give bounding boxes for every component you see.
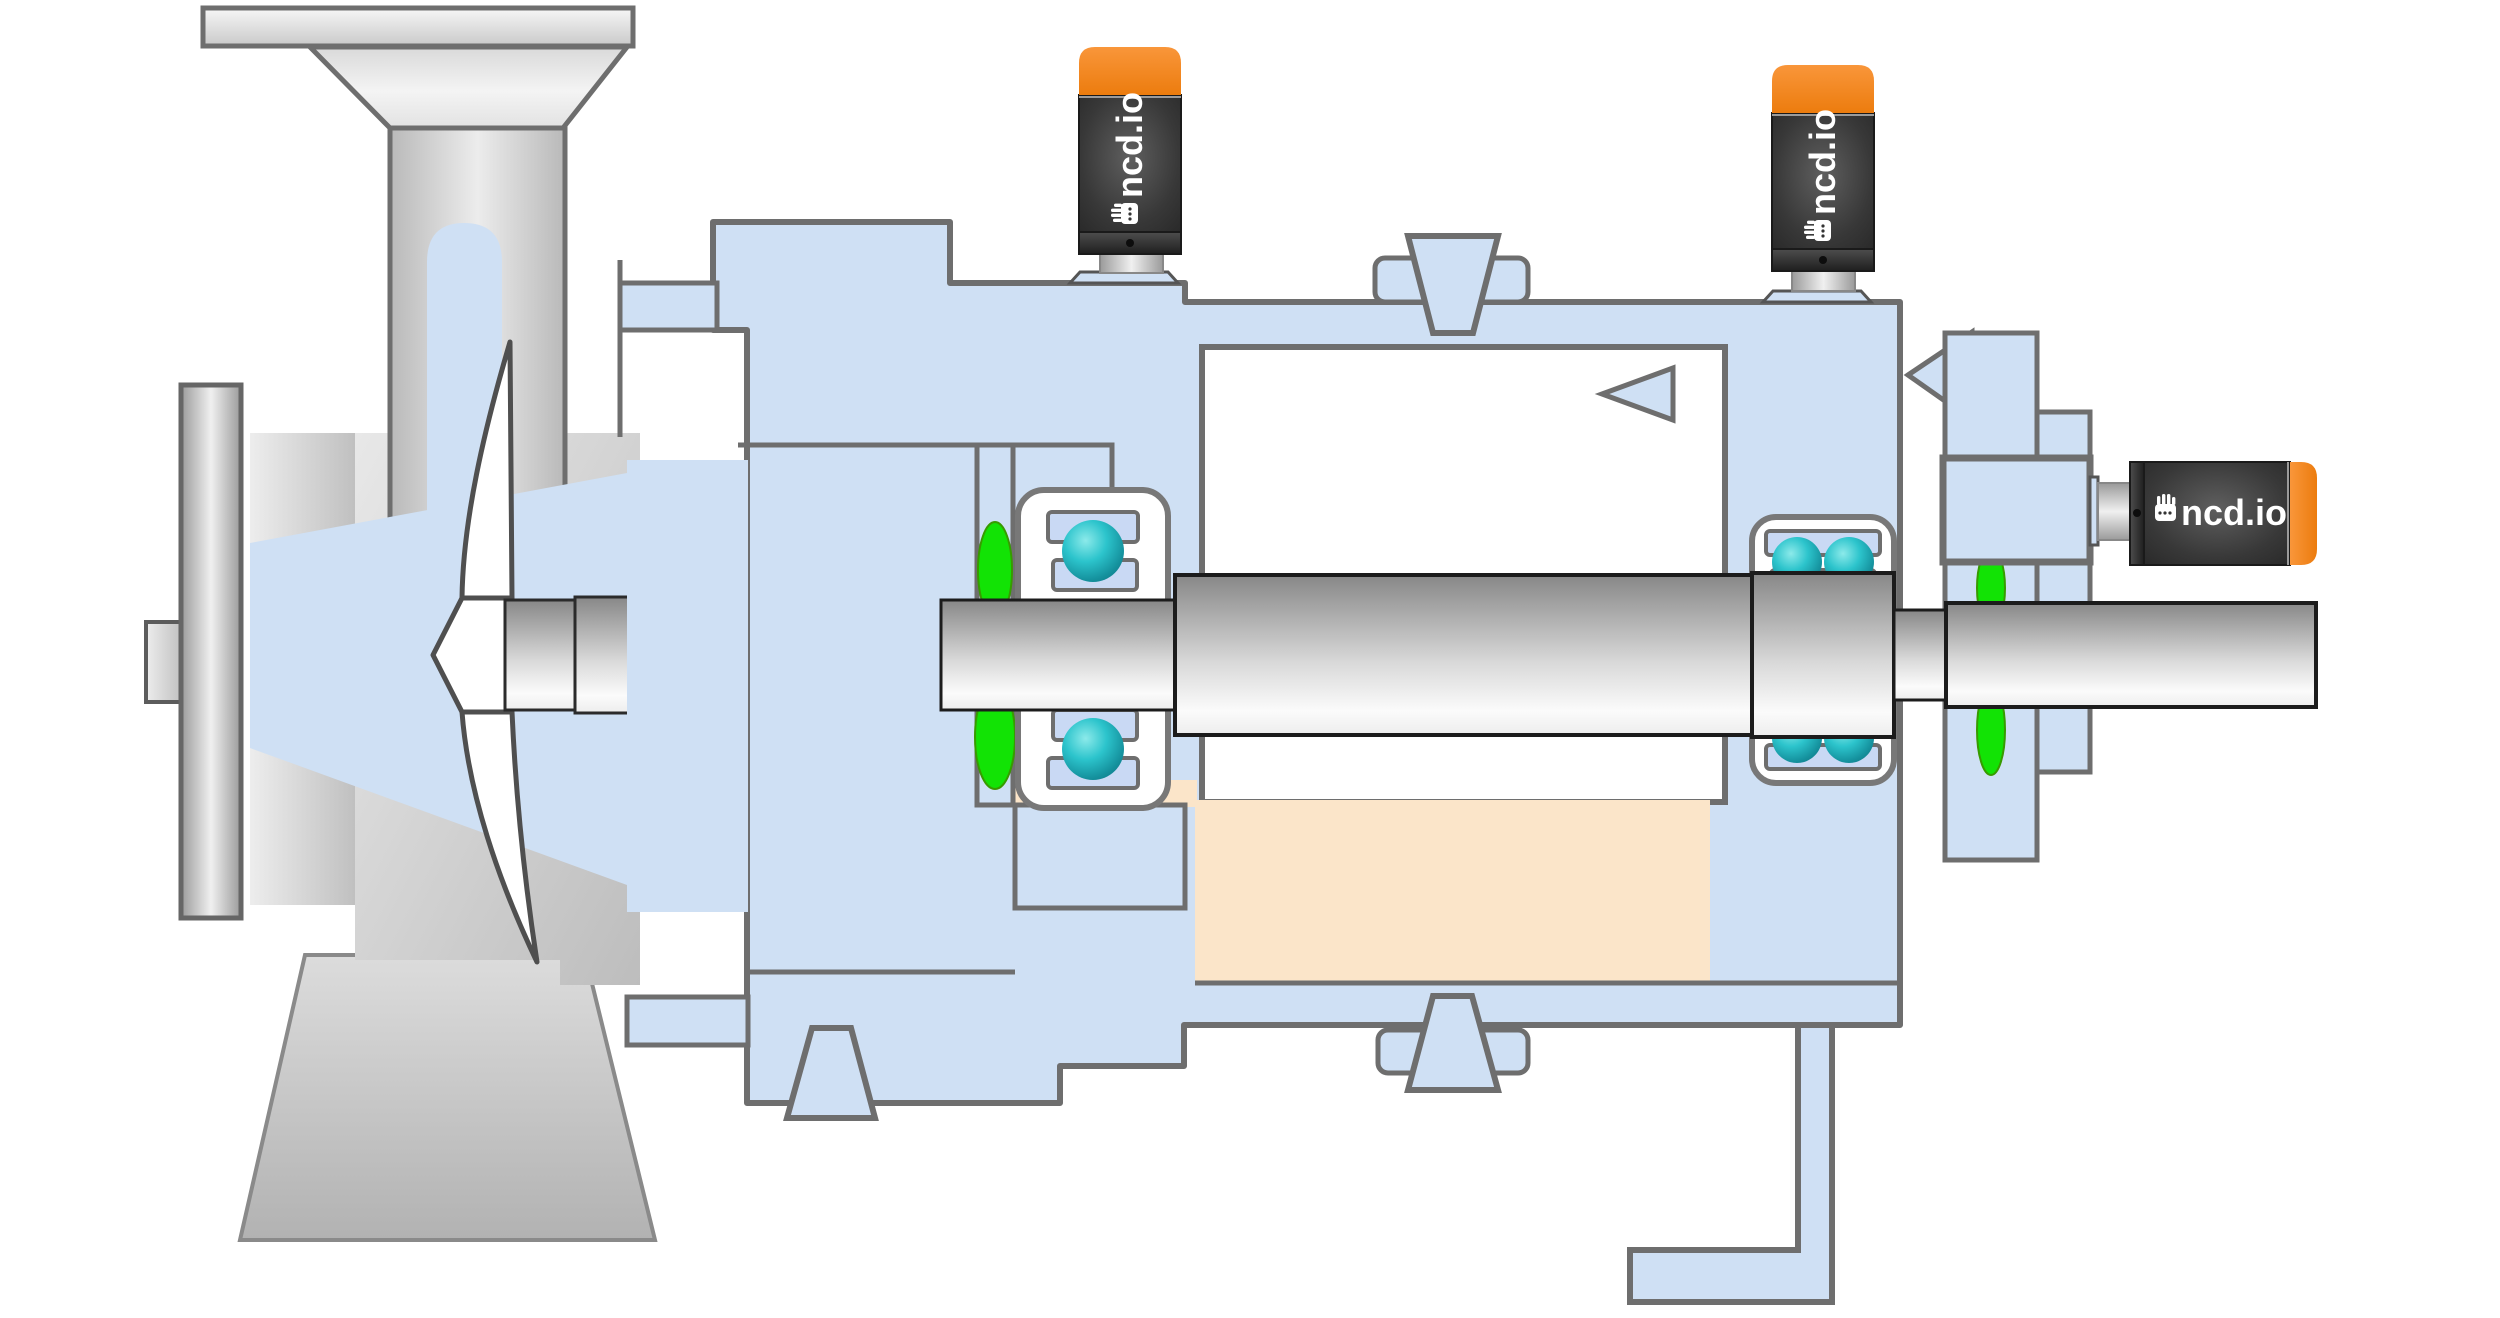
oil-fill-plug bbox=[1404, 233, 1502, 336]
volute-fluid bbox=[250, 473, 627, 885]
sensor-mount-stud bbox=[1099, 253, 1164, 274]
frame-support-leg bbox=[1627, 1022, 1835, 1305]
bearing-ball bbox=[1062, 718, 1124, 780]
sensor-label: ncd.io bbox=[1109, 92, 1150, 198]
sensor-logo: ncd.io bbox=[2155, 492, 2287, 533]
sensor-led-dot bbox=[1126, 239, 1134, 247]
shaft-seal-section bbox=[939, 598, 1177, 712]
discharge-flange bbox=[200, 5, 636, 49]
sensor-mount-stud bbox=[2097, 482, 2131, 541]
sensor-logo: ncd.io bbox=[1802, 109, 1843, 241]
sensor-led-dot bbox=[2133, 509, 2141, 517]
sensor-cap bbox=[1772, 65, 1874, 113]
impeller bbox=[430, 339, 540, 965]
impeller-upper-vane bbox=[459, 339, 515, 601]
frame-foot bbox=[783, 1025, 879, 1121]
sensor-mount-stud bbox=[1791, 270, 1856, 292]
impeller-lower-vane bbox=[459, 709, 540, 965]
fittings bbox=[783, 233, 1835, 1305]
discharge-funnel bbox=[304, 44, 633, 131]
sensor-label: ncd.io bbox=[2181, 492, 2287, 533]
shaft-bearing-journal bbox=[1750, 571, 1896, 739]
frame-top-channel bbox=[617, 280, 720, 333]
sensor-outboard: ncd.io bbox=[1759, 65, 1875, 304]
sensor-cap bbox=[2290, 462, 2317, 565]
hand-circuit-icon bbox=[1111, 203, 1138, 224]
hand-circuit-icon bbox=[2155, 494, 2176, 521]
sensor-cap bbox=[1079, 47, 1181, 95]
frame-interior-wall bbox=[738, 442, 1115, 492]
bearing-ball bbox=[1062, 520, 1124, 582]
sensor-led-dot bbox=[1819, 256, 1827, 264]
oil-drain-plug bbox=[1404, 993, 1502, 1093]
sensor-inboard: ncd.io bbox=[1066, 47, 1182, 285]
sensor-body bbox=[1771, 112, 1875, 250]
sensor-label: ncd.io bbox=[1802, 109, 1843, 215]
shaft-end-section bbox=[1944, 601, 2318, 709]
sensor-mount-pad bbox=[2088, 475, 2100, 547]
shaft-neck bbox=[1892, 608, 1948, 702]
shaft bbox=[939, 571, 2318, 739]
sensor-mount-pad bbox=[1759, 289, 1875, 304]
suction-flange bbox=[178, 382, 244, 921]
hand-circuit-icon bbox=[1804, 220, 1831, 241]
oil-sump bbox=[1195, 800, 1710, 983]
sensor-logo: ncd.io bbox=[1109, 92, 1150, 224]
sensor-shaft-end: ncd.io bbox=[2088, 461, 2317, 566]
shaft-stub bbox=[503, 598, 577, 712]
sump-baffle-block bbox=[1012, 802, 1188, 911]
suction-nozzle-stub bbox=[144, 620, 184, 704]
frame-bottom-channel bbox=[624, 994, 751, 1048]
fluid-passages bbox=[250, 223, 627, 885]
sensor-mount-pad bbox=[1066, 270, 1182, 285]
frame-volute-connector bbox=[627, 460, 748, 912]
bearing-end-cover bbox=[1939, 454, 2094, 566]
shaft-center-section bbox=[1173, 573, 1757, 737]
casing-pedestal bbox=[237, 953, 658, 1242]
labyrinth-wedge-inner bbox=[1594, 364, 1676, 424]
